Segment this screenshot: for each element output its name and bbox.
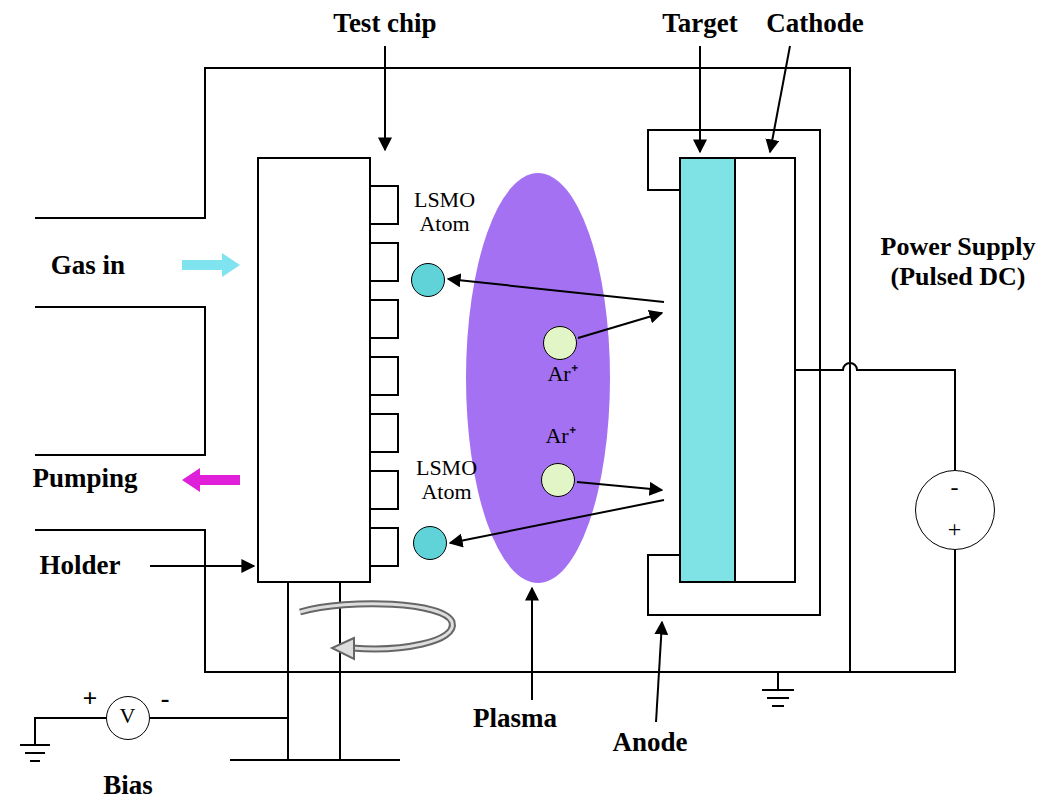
test-chip [370,471,398,509]
part-label: Cathode [750,8,880,39]
leader-arrow [656,622,662,722]
leader-arrow [384,46,386,150]
wire [35,718,288,745]
rotation-arrow [300,604,452,649]
polarity-sign: + [78,684,102,714]
part-label: Holder [20,550,140,581]
leader-arrow [770,46,790,152]
part-label: Target [650,8,750,39]
node-label: - [943,474,967,500]
part-label: Anode [595,727,705,758]
test-chip [370,186,398,224]
lsmo-atom: LSMO Atom [413,526,447,560]
node-label: Ar⁺ [533,362,593,386]
rotation-arrow [332,638,354,659]
test-chip [370,357,398,395]
part-label: Power Supply (Pulsed DC) [874,232,1042,292]
lsmo-atom: LSMO Atom [411,263,445,297]
anode [648,130,820,615]
chamber-wall [35,68,850,672]
chamber-wall [35,307,205,455]
target [680,158,735,582]
argon-ion: Ar⁺ [541,463,575,497]
leader-arrow [699,46,701,152]
rotation-arrow [300,604,452,649]
test-chip [370,186,398,566]
test-chip [370,243,398,281]
part-label: Test chip [305,8,465,39]
flow-label: Pumping [10,463,160,494]
node-label: Ar⁺ [531,424,591,448]
flow-label: Gas in [33,250,143,281]
test-chip [370,300,398,338]
leader-arrow [150,565,254,567]
polarity-sign: - [153,684,177,714]
plasma [466,173,610,583]
ground-symbol [20,745,50,761]
leader-arrow [531,588,533,700]
pump-arrow [182,468,240,492]
wire [850,550,955,672]
cathode [735,158,795,582]
atom-arrow [450,500,664,543]
gas-arrow [182,253,240,277]
power-supply-symbol: -+ [915,470,995,550]
argon-ion: Ar⁺ [543,326,577,360]
test-chip [370,414,398,452]
test-chip [370,528,398,566]
atom-arrow [448,279,664,302]
node-label: V [113,704,143,728]
voltmeter: V [106,696,150,740]
node-label: LSMO Atom [397,188,493,236]
node-label: LSMO Atom [399,456,495,504]
holder [258,158,370,582]
ion-arrow [577,482,662,490]
ground-symbol [762,672,794,706]
ion-arrow [578,313,662,338]
part-label: Plasma [455,703,575,734]
node-label: + [943,516,967,542]
part-label: Bias [88,770,168,801]
